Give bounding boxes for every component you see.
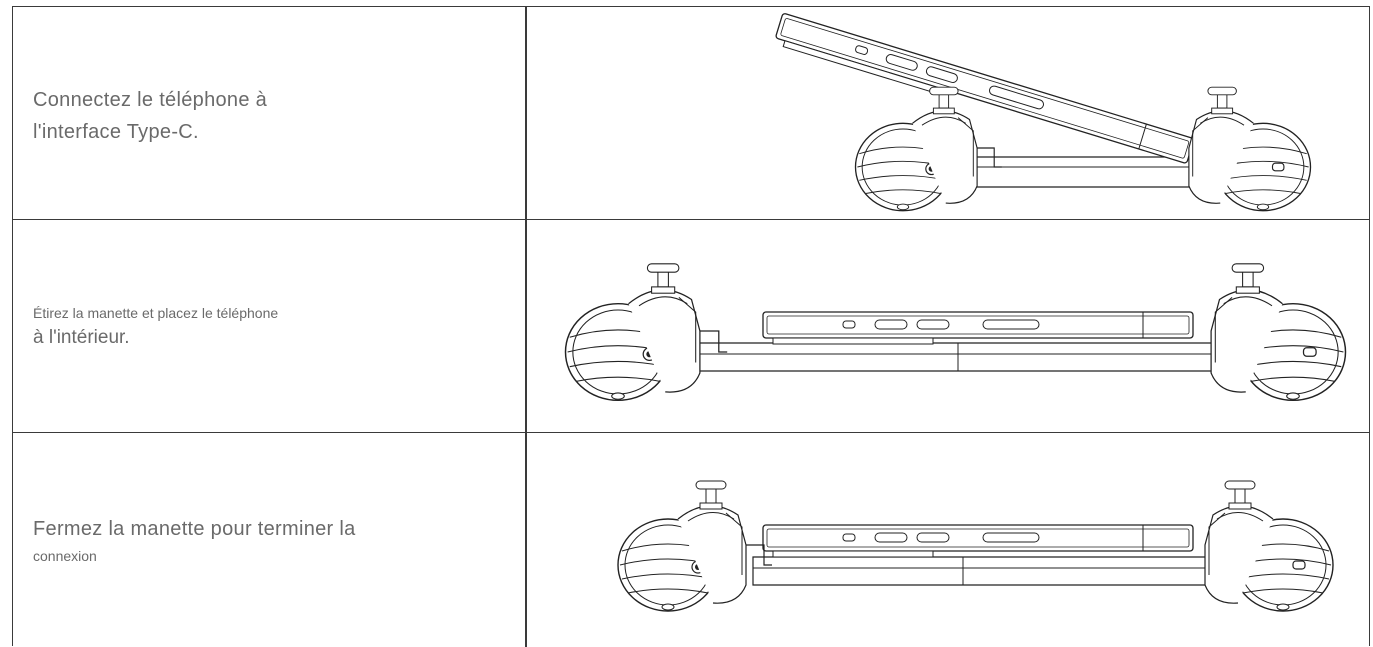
step-1-line-2: l'interface Type-C. xyxy=(33,121,199,143)
step-row-2: Étirez la manette et placez le téléphone… xyxy=(13,220,1369,433)
step-1-illustration xyxy=(772,12,1312,212)
step-2-line-1: Étirez la manette et placez le téléphone xyxy=(33,305,279,321)
column-divider xyxy=(525,7,527,647)
step-3-line-2: connexion xyxy=(33,548,97,564)
step-2-line-2: à l'intérieur. xyxy=(33,327,130,348)
step-3-line-1: Fermez la manette pour terminer la xyxy=(33,518,356,540)
step-1-text: Connectez le téléphone à l'interface Typ… xyxy=(33,84,267,148)
step-1-line-1: Connectez le téléphone à xyxy=(33,89,268,111)
step-row-1: Connectez le téléphone à l'interface Typ… xyxy=(13,7,1369,220)
step-3-text: Fermez la manette pour terminer la conne… xyxy=(33,513,356,567)
step-2-text: Étirez la manette et placez le téléphone… xyxy=(33,302,278,352)
step-2-illustration xyxy=(564,263,1347,402)
instruction-table: Connectez le téléphone à l'interface Typ… xyxy=(12,6,1370,647)
step-3-illustration xyxy=(617,480,1334,612)
step-row-3: Fermez la manette pour terminer la conne… xyxy=(13,433,1369,647)
